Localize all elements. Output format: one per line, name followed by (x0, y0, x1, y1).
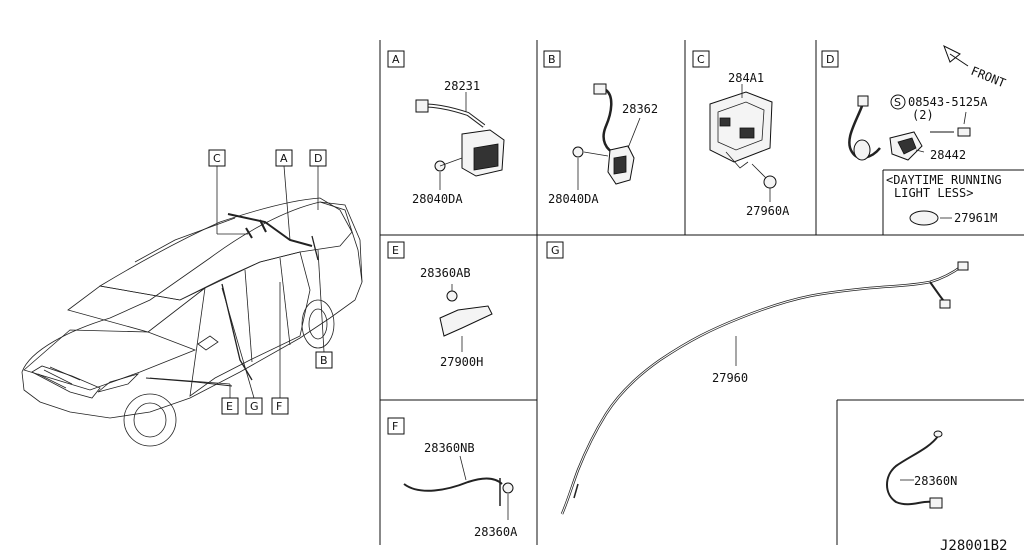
section-box-B: B (543, 50, 561, 68)
section-box-C: C (692, 50, 710, 68)
section-E-parts (439, 284, 493, 352)
section-F-parts (403, 455, 514, 520)
section-letter-D: D (826, 53, 834, 66)
section-A-parts (415, 92, 505, 190)
part-label-27961M: 27961M (954, 211, 997, 225)
front-label: FRONT (969, 64, 1008, 91)
section-letter-C: C (697, 53, 705, 66)
part-label-28231: 28231 (444, 79, 480, 93)
callout-F: F (276, 400, 282, 413)
car-illustration (21, 197, 363, 447)
section-B-parts (572, 83, 641, 190)
section-grid (379, 40, 1024, 545)
daytime-note-line2: LIGHT LESS> (894, 186, 973, 200)
section-box-F: F (387, 417, 405, 435)
diagram-code: J28001B2 (940, 538, 1007, 554)
section-letter-A: A (392, 53, 400, 66)
part-label-28362: 28362 (622, 102, 658, 116)
section-box-G: G (546, 241, 564, 259)
part-label-27960: 27960 (712, 371, 748, 385)
part-label-27960A: 27960A (746, 204, 790, 218)
car-callouts: C A D B E G F (149, 149, 333, 415)
section-letter-B: B (548, 53, 556, 66)
part-label-284A1: 284A1 (728, 71, 764, 85)
section-box-D: D (821, 50, 839, 68)
part-label-27900H: 27900H (440, 355, 483, 369)
part-label-28360NB: 28360NB (424, 441, 475, 455)
part-label-qty-2: (2) (912, 108, 934, 122)
part-label-08543-5125A: 08543-5125A (908, 95, 988, 109)
section-D-parts (848, 44, 971, 226)
callout-B: B (320, 354, 328, 367)
daytime-note-line1: <DAYTIME RUNNING (886, 173, 1002, 187)
section-letter-E: E (392, 244, 399, 257)
callout-D: D (314, 152, 322, 165)
part-label-28040DA-b: 28040DA (548, 192, 599, 206)
callout-A: A (280, 152, 288, 165)
callout-C: C (213, 152, 221, 165)
part-label-28040DA-a: 28040DA (412, 192, 463, 206)
part-label-28360A: 28360A (474, 525, 518, 539)
section-letter-G: G (551, 244, 560, 257)
section-C-parts (709, 84, 777, 202)
callout-G: G (250, 400, 259, 413)
section-G-parts (560, 261, 969, 515)
section-letter-F: F (392, 420, 398, 433)
part-label-28442: 28442 (930, 148, 966, 162)
part-label-28360N: 28360N (914, 474, 957, 488)
part-label-28360AB: 28360AB (420, 266, 471, 280)
screw-symbol: S (894, 96, 901, 109)
section-box-E: E (387, 241, 405, 259)
callout-E: E (226, 400, 233, 413)
section-box-A: A (387, 50, 405, 68)
